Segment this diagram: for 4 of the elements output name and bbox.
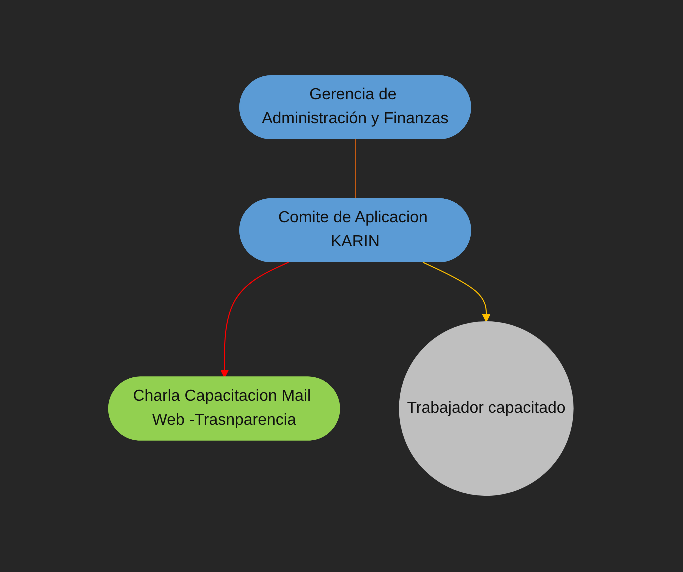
connector (355, 139, 357, 200)
node-circle: Trabajador capacitado (400, 322, 574, 496)
arrow (220, 262, 290, 378)
arrow (422, 262, 492, 323)
